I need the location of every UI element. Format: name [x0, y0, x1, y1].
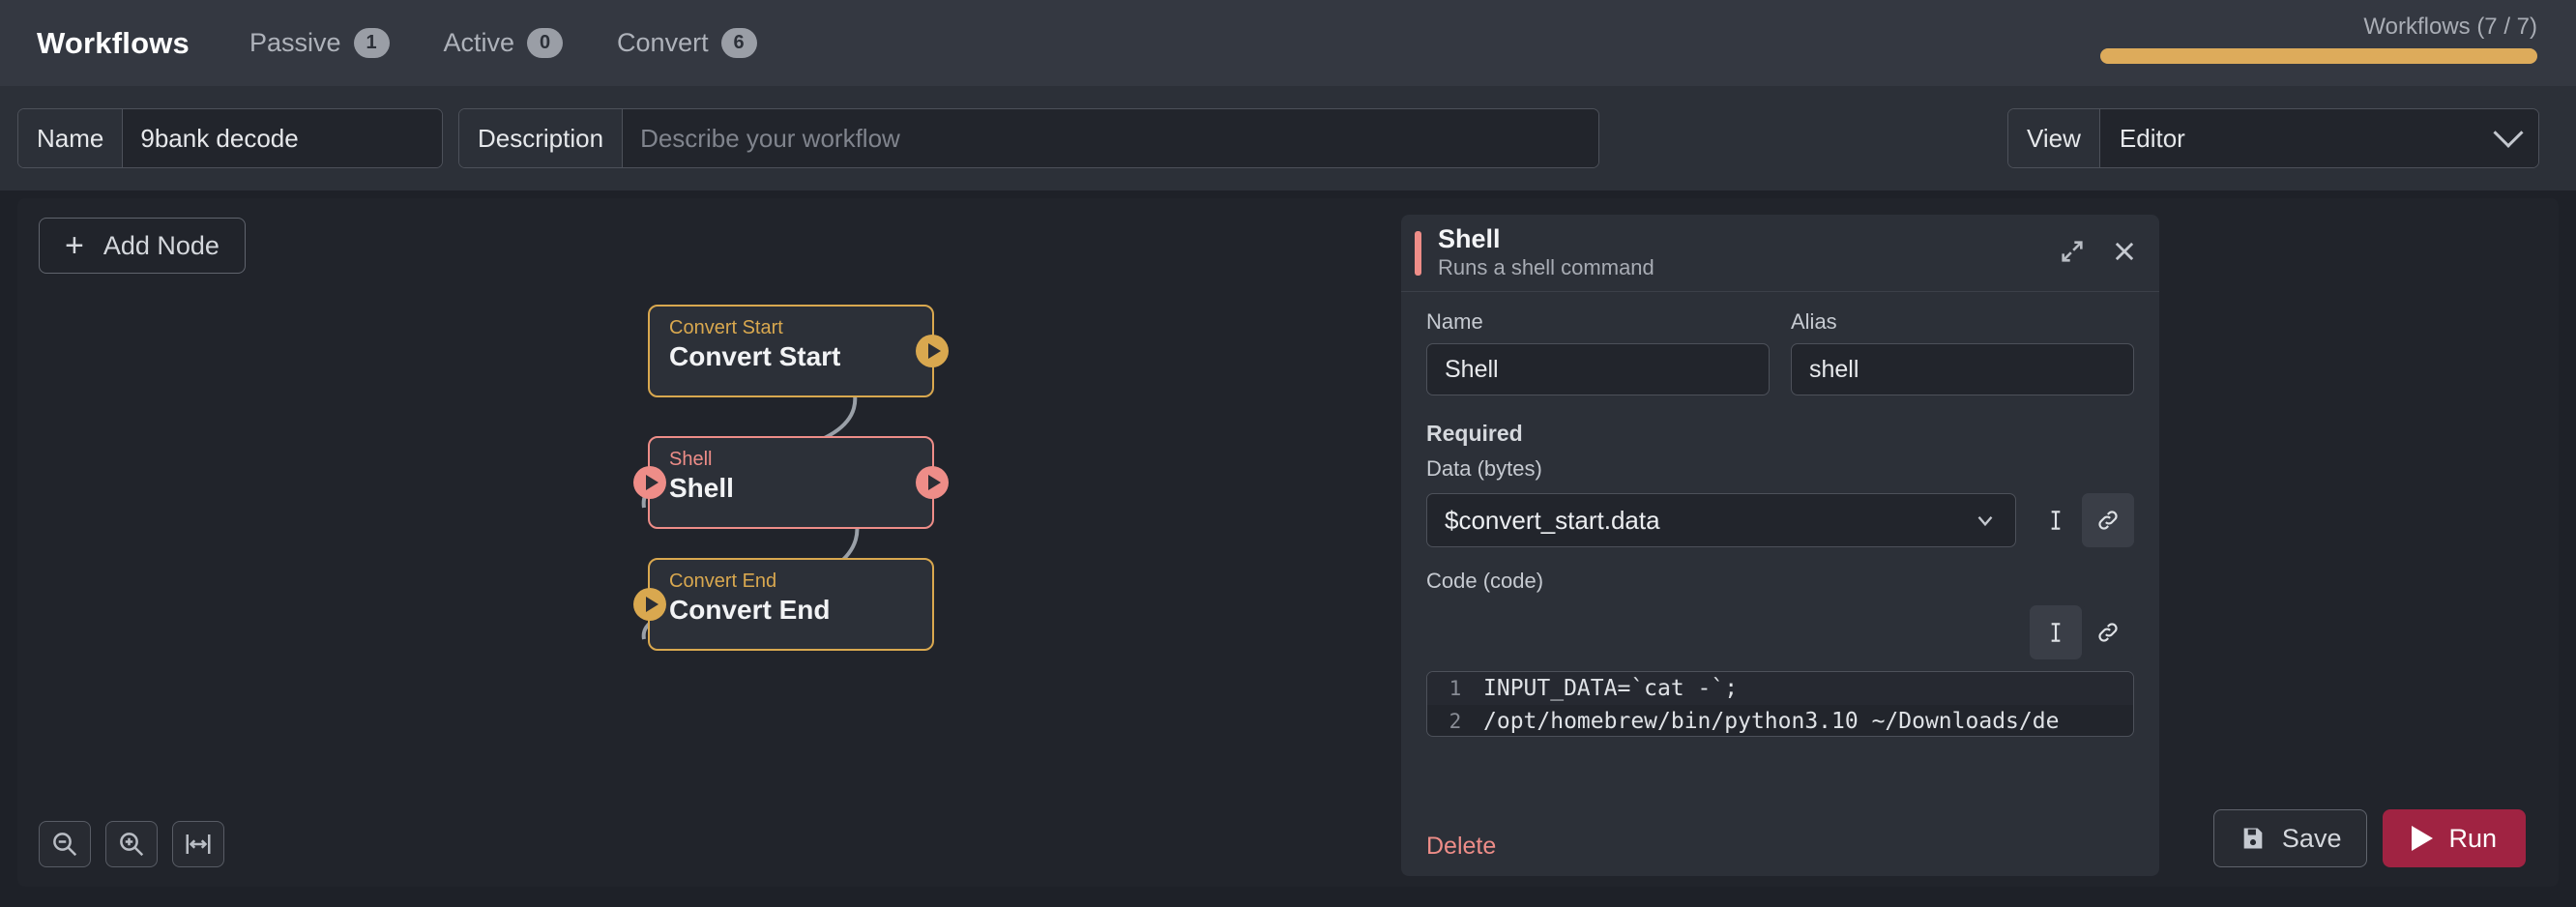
- node-alias-field-group: Alias: [1791, 309, 2134, 395]
- delete-node-button[interactable]: Delete: [1426, 832, 1497, 860]
- workflow-description-label: Description: [459, 109, 624, 167]
- link-icon[interactable]: [2082, 493, 2134, 547]
- text-cursor-icon[interactable]: [2030, 493, 2082, 547]
- workflow-meta-bar: Name Description View Editor: [0, 86, 2576, 190]
- code-editor[interactable]: 1 INPUT_DATA=`cat -`; 2 /opt/homebrew/bi…: [1426, 671, 2134, 737]
- node-shell-input-port[interactable]: [633, 466, 666, 499]
- node-convert-end-title: Convert End: [669, 595, 831, 625]
- add-node-label: Add Node: [102, 230, 220, 260]
- node-convert-end-type: Convert End: [669, 571, 777, 592]
- workflows-counter: Workflows (7 / 7): [2100, 14, 2537, 64]
- node-shell-type: Shell: [669, 449, 713, 470]
- panel-subtitle: Runs a shell command: [1438, 254, 1654, 279]
- add-node-button[interactable]: + Add Node: [39, 218, 246, 274]
- view-label: View: [2008, 109, 2100, 167]
- filter-tabs: Passive 1 Active 0 Convert 6: [249, 28, 757, 58]
- node-convert-end[interactable]: Convert End Convert End: [633, 558, 934, 651]
- tab-active-badge: 0: [527, 28, 564, 58]
- panel-accent-bar: [1415, 230, 1421, 276]
- code-field-toolbar: [1426, 605, 2134, 659]
- code-line: 2 /opt/homebrew/bin/python3.10 ~/Downloa…: [1427, 705, 2133, 736]
- view-select[interactable]: Editor: [2099, 109, 2538, 167]
- tab-convert-label: Convert: [617, 28, 709, 57]
- tab-passive-label: Passive: [249, 28, 341, 57]
- panel-footer: Delete: [1401, 816, 2159, 876]
- node-name-label: Name: [1426, 309, 1483, 334]
- zoom-out-icon[interactable]: [39, 821, 91, 867]
- workflow-name-label: Name: [18, 109, 124, 167]
- node-convert-start[interactable]: Convert Start Convert Start: [648, 305, 949, 397]
- required-section-title: Required: [1426, 421, 1523, 446]
- app-brand: Workflows: [37, 25, 190, 60]
- node-alias-input[interactable]: [1791, 343, 2134, 395]
- plus-icon: +: [65, 227, 84, 264]
- save-button[interactable]: Save: [2212, 809, 2368, 867]
- link-icon[interactable]: [2082, 605, 2134, 659]
- view-select-value: Editor: [2119, 123, 2185, 153]
- data-value-text: $convert_start.data: [1445, 505, 1660, 535]
- tab-active-label: Active: [443, 28, 515, 57]
- workflow-canvas[interactable]: + Add Node Convert Start Convert Start S…: [17, 198, 2559, 887]
- play-icon: [2412, 826, 2434, 851]
- node-convert-end-input-port[interactable]: [633, 588, 666, 621]
- workflows-progress-track: [2100, 48, 2537, 64]
- zoom-in-icon[interactable]: [105, 821, 158, 867]
- panel-title: Shell: [1438, 223, 1501, 253]
- node-shell-title: Shell: [669, 473, 734, 503]
- data-value-select[interactable]: $convert_start.data: [1426, 493, 2016, 547]
- run-button-label: Run: [2448, 823, 2497, 853]
- chevron-down-icon: [1977, 515, 1993, 527]
- data-field-label: Data (bytes): [1426, 456, 1542, 481]
- tab-convert-badge: 6: [720, 28, 757, 58]
- close-icon[interactable]: [2111, 238, 2138, 270]
- code-line: 1 INPUT_DATA=`cat -`;: [1427, 672, 2133, 705]
- code-line-number: 2: [1449, 710, 1462, 733]
- save-disk-icon: [2243, 828, 2263, 849]
- tab-passive[interactable]: Passive 1: [249, 28, 390, 58]
- workflow-name-input[interactable]: [123, 109, 442, 167]
- tab-active[interactable]: Active 0: [444, 28, 564, 58]
- workflows-counter-label: Workflows (7 / 7): [2363, 14, 2537, 40]
- top-bar: Workflows Passive 1 Active 0 Convert 6 W…: [0, 0, 2576, 86]
- workflow-actions: Save Run: [2212, 809, 2526, 867]
- code-field-label: Code (code): [1426, 569, 1544, 593]
- node-settings-panel: Shell Runs a shell command: [1401, 215, 2159, 876]
- node-name-field-group: Name: [1426, 309, 1770, 395]
- run-button[interactable]: Run: [2383, 809, 2526, 867]
- fit-to-screen-icon[interactable]: [172, 821, 224, 867]
- node-convert-start-output-port[interactable]: [916, 335, 949, 367]
- text-cursor-icon[interactable]: [2030, 605, 2082, 659]
- save-button-label: Save: [2281, 823, 2342, 853]
- chevron-down-icon: [2493, 117, 2524, 148]
- tab-passive-badge: 1: [353, 28, 390, 58]
- code-line-text: /opt/homebrew/bin/python3.10 ~/Downloads…: [1483, 709, 2060, 734]
- node-convert-start-title: Convert Start: [669, 341, 841, 371]
- code-line-number: 1: [1449, 677, 1462, 700]
- panel-header: Shell Runs a shell command: [1401, 215, 2159, 292]
- workflow-description-group: Description: [458, 108, 1599, 168]
- canvas-zoom-controls: [39, 821, 224, 867]
- panel-body: Name Alias Required Data (bytes) $conver…: [1401, 292, 2159, 816]
- workflow-name-group: Name: [17, 108, 443, 168]
- workflow-description-input[interactable]: [623, 109, 1598, 167]
- node-name-input[interactable]: [1426, 343, 1770, 395]
- node-alias-label: Alias: [1791, 309, 1837, 334]
- expand-icon[interactable]: [2059, 238, 2086, 270]
- tab-convert[interactable]: Convert 6: [617, 28, 757, 58]
- node-convert-start-type: Convert Start: [669, 317, 783, 338]
- code-line-text: INPUT_DATA=`cat -`;: [1483, 676, 1739, 701]
- view-selector-group: View Editor: [2007, 108, 2539, 168]
- data-field-row: $convert_start.data: [1426, 493, 2134, 547]
- node-shell-output-port[interactable]: [916, 466, 949, 499]
- node-connections: [641, 349, 860, 640]
- node-shell[interactable]: Shell Shell: [633, 436, 949, 529]
- workflows-progress-fill: [2100, 48, 2537, 64]
